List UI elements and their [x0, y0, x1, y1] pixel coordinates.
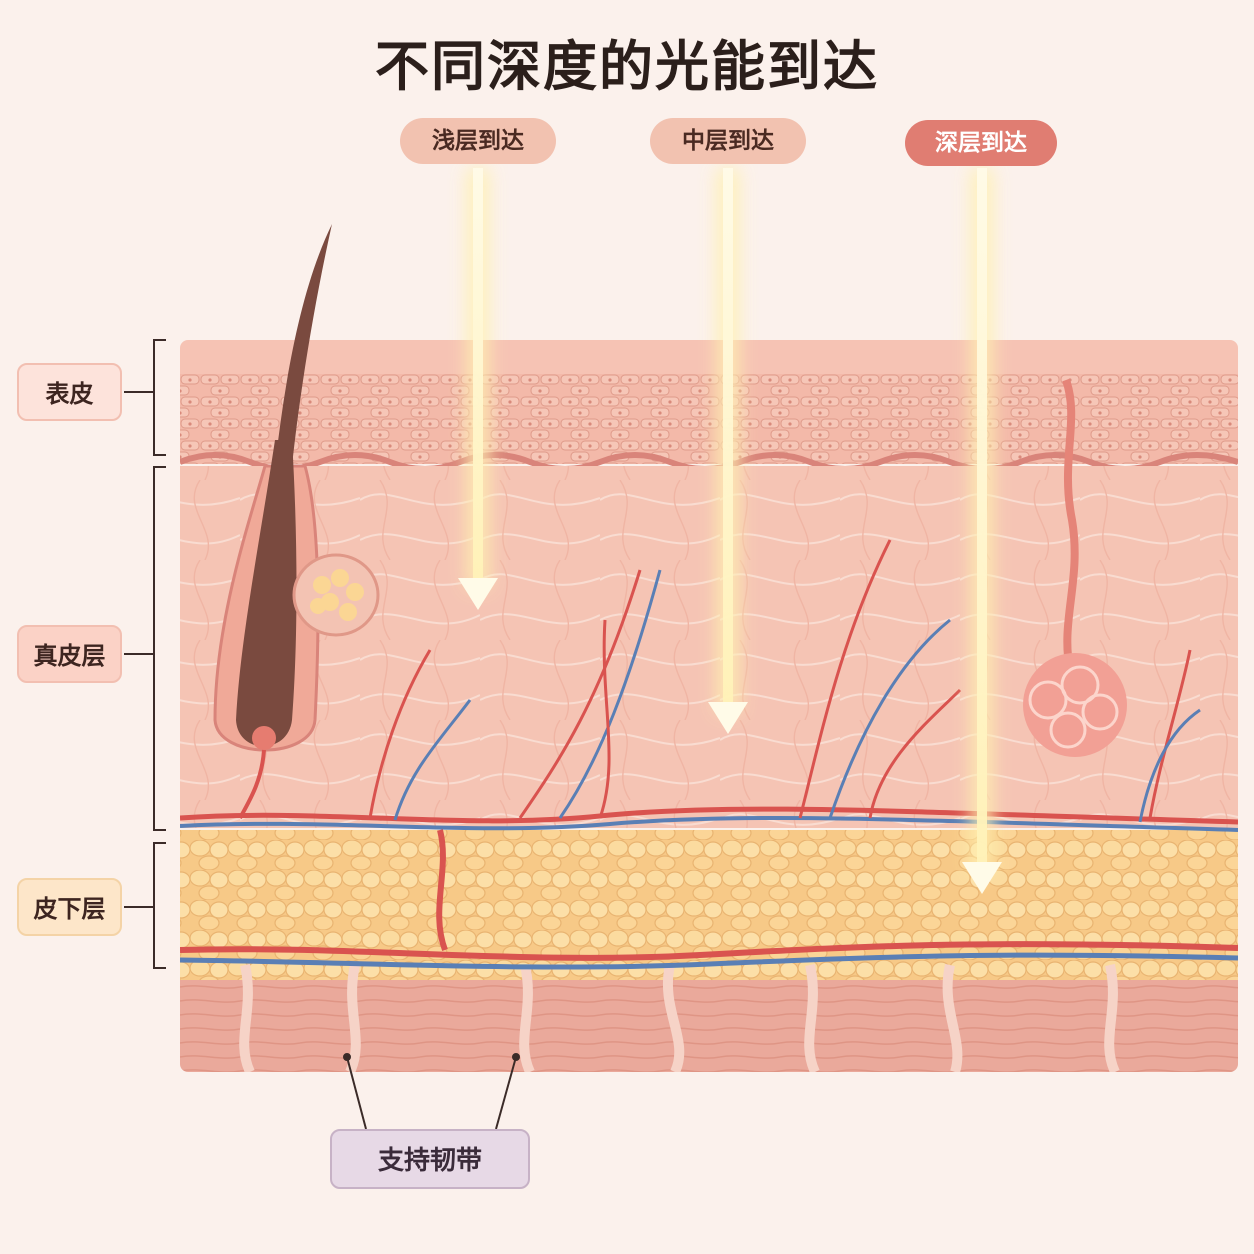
muscle-layer — [180, 980, 1238, 1072]
light-beam-shallow — [458, 168, 498, 610]
layer-brackets — [124, 339, 166, 969]
hair-follicle — [213, 440, 320, 819]
deep-vein — [180, 952, 1238, 970]
light-label-shallow: 浅层到达 — [400, 118, 556, 164]
dermis-layer — [180, 466, 1238, 828]
stratum-corneum — [180, 340, 1238, 376]
light-label-deep: 深层到达 — [905, 120, 1057, 166]
layer-label-epidermis: 表皮 — [17, 363, 122, 421]
epidermis-layer — [180, 374, 1238, 464]
perforating-artery — [436, 829, 448, 952]
capillaries — [368, 539, 1201, 823]
deep-artery — [180, 941, 1238, 961]
light-beam-middle — [708, 168, 748, 734]
hair-shaft — [275, 224, 332, 466]
ligament-label: 支持韧带 — [330, 1129, 530, 1189]
sebaceous-gland — [292, 553, 380, 637]
tissue-layers — [180, 340, 1238, 1072]
layer-label-subcutis: 皮下层 — [17, 878, 122, 936]
light-label-middle: 中层到达 — [650, 118, 806, 164]
layer-label-dermis: 真皮层 — [17, 625, 122, 683]
sweat-gland — [1023, 378, 1127, 757]
light-beam-deep — [962, 168, 1002, 894]
diagram-title: 不同深度的光能到达 — [375, 35, 879, 98]
ligament-leaders — [343, 1053, 520, 1130]
retinacula-ligaments — [239, 963, 1120, 1072]
